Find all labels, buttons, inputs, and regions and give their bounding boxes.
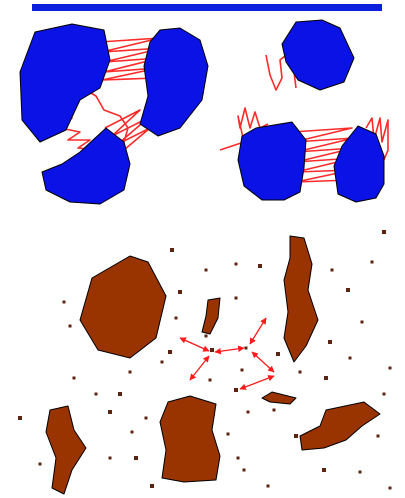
small-particle [245,347,248,350]
arrow-bottom [240,376,274,389]
small-particle [383,393,386,396]
blue-particle-middle-right [238,122,306,200]
small-particle [118,392,122,396]
small-particle [175,317,178,320]
small-particle [39,463,42,466]
small-particle [389,487,392,490]
dispersed-particles-panel [18,230,392,494]
blue-particle-top-middle [140,28,208,136]
small-particle [324,376,328,380]
small-particle [161,361,164,364]
small-particle [131,431,134,434]
top-bar [32,4,382,11]
small-particle [129,371,132,374]
small-particle [209,379,212,382]
small-particle [273,409,276,412]
polymer-bridging-flocculation-panel [20,20,388,204]
small-particle [205,269,208,272]
small-particle [237,457,240,460]
blue-particle-bottom-right [334,126,384,202]
small-particle [73,377,76,380]
arrow-up-right [250,318,266,344]
small-particle [382,230,386,234]
arrow-down-right [252,352,274,372]
small-particle [170,248,174,252]
arrow-left-up [180,338,209,351]
small-particle [243,469,246,472]
brown-particle-bottom-right [300,402,380,450]
blue-particles [20,20,384,204]
small-particle [258,264,262,268]
brown-particle-small-flake [262,392,296,404]
small-particle [389,367,392,370]
brown-particles [46,236,380,494]
small-particle [328,340,332,344]
small-particle [331,269,334,272]
small-particle [227,433,230,436]
small-particle [108,410,112,414]
arrow-center-horizontal [215,348,244,352]
interaction-arrows [180,318,274,389]
small-particle [18,416,22,420]
small-particle [150,484,154,488]
small-particle [168,350,172,354]
small-particle [346,288,350,292]
small-particle [276,352,280,356]
blue-particle-top-left [20,24,110,142]
small-particle [349,357,352,360]
small-particle [371,261,374,264]
small-particle [63,301,66,304]
small-particle [178,290,182,294]
small-particle [299,371,302,374]
small-particle [267,485,270,488]
small-particle [235,263,238,266]
small-particle [377,435,380,438]
small-particle [359,471,362,474]
small-particle [145,417,148,420]
small-particle [241,369,244,372]
small-particle [322,468,326,472]
brown-particle-bottom-center [160,396,220,482]
small-particle [109,457,112,460]
small-particle [247,411,250,414]
small-particle [234,388,238,392]
small-particle [69,325,72,328]
small-particle [294,434,298,438]
blue-particle-top-right [282,20,354,90]
brown-particle-large-left [80,256,166,358]
brown-particle-tall-right [284,236,318,362]
brown-particle-bottom-left [46,406,86,494]
small-particle [205,335,208,338]
small-particle [235,297,238,300]
small-particle [361,321,364,324]
small-particle [134,456,138,460]
small-particle [95,393,98,396]
small-particle [210,348,214,352]
arrow-left-down [190,356,209,380]
brown-particle-sliver-center [202,298,220,334]
